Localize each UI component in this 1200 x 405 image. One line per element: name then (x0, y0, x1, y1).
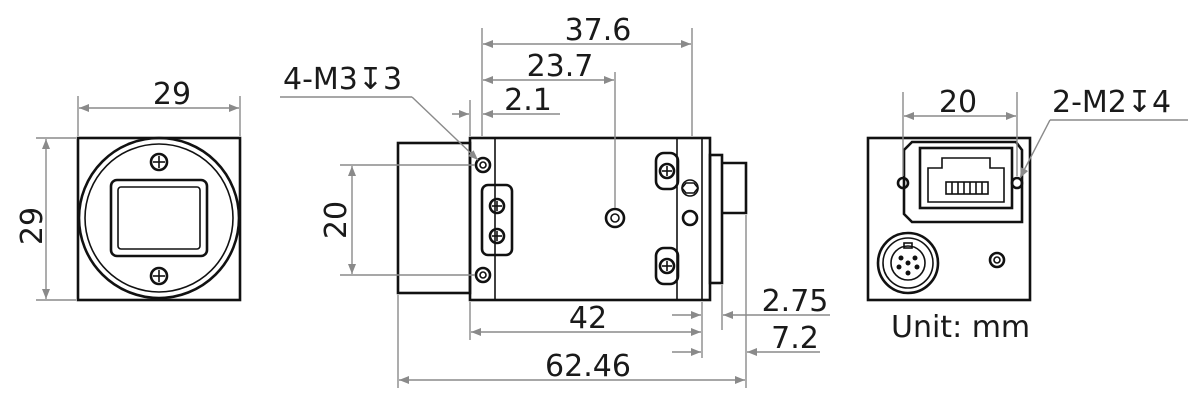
front-lens-mount-outer (77, 136, 241, 300)
side-label-37-6: 37.6 (565, 13, 632, 48)
front-width-label: 29 (153, 77, 191, 112)
front-sensor-window-outer (109, 178, 209, 258)
side-screw-1 (488, 197, 506, 215)
front-view: 29 29 (15, 77, 242, 302)
side-view: 37.6 23.7 2.1 4-M3↧3 20 42 62.46 2.75 7.… (280, 13, 830, 388)
rear-housing (866, 136, 1032, 302)
rear-m2-hole-right (1010, 176, 1024, 190)
side-bracket (480, 183, 514, 257)
side-label-62-46: 62.46 (545, 349, 631, 384)
side-label-7-2: 7.2 (771, 321, 819, 356)
side-hole-right (681, 209, 699, 227)
rear-width-label: 20 (939, 85, 977, 120)
rear-view: 20 2-M2↧4 Unit: mm (866, 85, 1188, 345)
rear-m2-hole-left (896, 176, 910, 190)
front-lens-mount-inner (84, 143, 234, 293)
front-screw-top (149, 152, 169, 172)
m3-hole-top (474, 156, 492, 174)
side-main-body (468, 136, 712, 302)
rear-hole-callout: 2-M2↧4 (1052, 85, 1171, 120)
side-hole-callout: 4-M3↧3 (283, 62, 402, 97)
rear-ethernet-port (918, 146, 1014, 210)
side-label-42: 42 (569, 301, 607, 336)
side-label-23-7: 23.7 (527, 49, 594, 84)
side-label-2-75: 2.75 (762, 284, 829, 319)
front-height-label: 29 (15, 207, 50, 245)
rear-led (988, 251, 1006, 269)
front-screw-bottom (149, 266, 169, 286)
front-sensor-window-inner (117, 186, 201, 250)
side-label-20: 20 (319, 201, 354, 239)
side-label-2-1: 2.1 (504, 83, 552, 118)
rear-round-connector (876, 231, 940, 295)
side-bracket-lower-right (654, 246, 680, 286)
side-center-hole (604, 207, 626, 229)
side-screw-2 (488, 227, 506, 245)
side-connector (708, 153, 724, 285)
unit-label: Unit: mm (891, 310, 1030, 345)
m3-hole-bottom (474, 266, 492, 284)
side-bracket-upper-right (654, 151, 680, 191)
